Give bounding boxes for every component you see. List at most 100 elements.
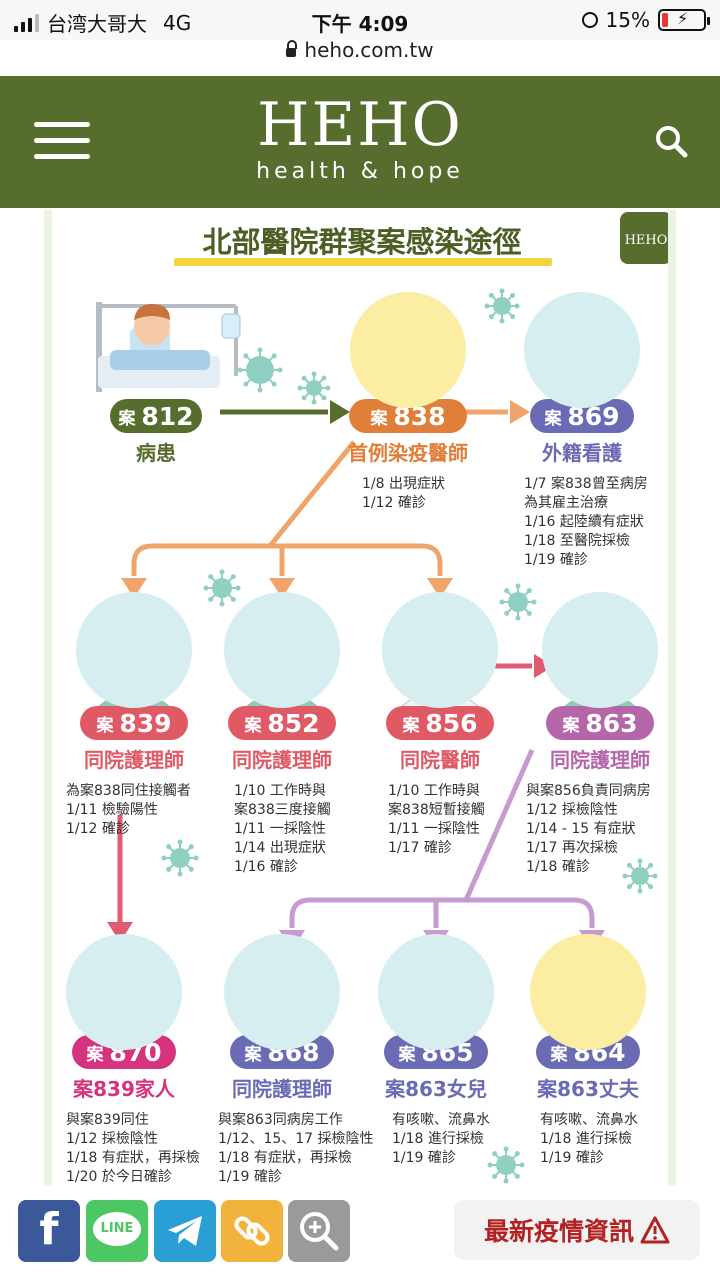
virus-icon	[203, 569, 241, 607]
copy-link-button[interactable]	[221, 1200, 283, 1262]
case-prefix: 案	[397, 1044, 421, 1065]
news-label: 最新疫情資訊	[483, 1217, 634, 1246]
case-detail-line: 與案839同住	[66, 1111, 149, 1128]
line-label: LINE	[100, 1221, 134, 1236]
case-role: 案863女兒	[384, 1077, 487, 1101]
facebook-share-button[interactable]: f	[18, 1200, 80, 1262]
case-detail-line: 1/20 於今日確診	[66, 1169, 172, 1185]
case-detail-line: 1/11 一採陰性	[234, 821, 326, 837]
case-detail-line: 1/12 採檢陰性	[526, 801, 618, 818]
battery-icon: ⚡	[658, 9, 710, 31]
case-detail-line: 1/18 有症狀，再採檢	[218, 1149, 352, 1166]
virus-icon	[237, 347, 283, 393]
case-id: 856	[425, 709, 477, 738]
url-text: heho.com.tw	[304, 38, 434, 62]
line-share-button[interactable]: LINE	[86, 1200, 148, 1262]
case-role: 病患	[136, 441, 176, 465]
case-detail-line: 1/17 確診	[388, 840, 452, 856]
virus-icon	[499, 583, 537, 621]
case-detail-line: 1/19 確診	[540, 1150, 604, 1166]
title-underline	[174, 258, 552, 266]
address-bar[interactable]: heho.com.tw	[0, 38, 720, 62]
case-detail-line: 與案863同病房工作	[218, 1111, 343, 1128]
case-detail-line: 1/11 檢驗陽性	[66, 801, 158, 818]
case-prefix: 案	[243, 1044, 267, 1065]
case-detail-line: 1/11 一採陰性	[388, 821, 480, 837]
hamburger-icon[interactable]	[34, 122, 90, 162]
virus-icon	[487, 1146, 525, 1184]
case-detail-line: 有咳嗽、流鼻水	[540, 1111, 638, 1128]
case-id: 863	[585, 709, 637, 738]
infographic-title: 北部醫院群聚案感染途徑	[202, 225, 521, 259]
case-role: 案839家人	[72, 1077, 176, 1101]
case-detail-line: 1/17 再次採檢	[526, 839, 618, 856]
case-detail-line: 1/19 確診	[524, 552, 588, 568]
case-prefix: 案	[401, 715, 425, 736]
case-prefix: 案	[85, 1044, 109, 1065]
link-icon	[234, 1216, 270, 1246]
case-prefix: 案	[549, 1044, 573, 1065]
case-detail-line: 1/18 進行採檢	[392, 1130, 484, 1147]
case-detail-line: 1/12 確診	[362, 495, 426, 511]
case-detail-line: 案838短暫接觸	[388, 801, 485, 818]
case-detail-line: 1/18 有症狀，再採檢	[66, 1149, 200, 1166]
signal-icon	[14, 13, 39, 32]
clock: 下午 4:09	[311, 12, 409, 36]
case-prefix: 案	[95, 715, 119, 736]
case-detail-line: 1/12 採檢陰性	[66, 1130, 158, 1147]
case-detail-line: 與案856負責同病房	[526, 782, 651, 799]
case-number-badge	[530, 399, 634, 433]
patient-in-bed-icon	[96, 302, 241, 392]
case-number-badge	[228, 706, 336, 740]
case-role: 同院護理師	[550, 748, 650, 772]
case-detail-line: 1/10 工作時與	[388, 783, 480, 799]
site-header: HEHO health & hope	[0, 76, 720, 208]
case-prefix: 案	[117, 408, 141, 429]
logo-tagline: health & hope	[256, 159, 464, 184]
virus-icon	[161, 839, 199, 877]
case-detail-line: 1/19 確診	[218, 1169, 282, 1185]
case-detail-line: 1/7 案838曾至病房	[524, 475, 648, 492]
search-icon[interactable]	[654, 124, 688, 158]
battery-percent: 15%	[605, 8, 650, 32]
case-number: 案 852	[243, 709, 319, 738]
carrier-name: 台湾大哥大	[47, 12, 147, 36]
case-detail-line: 為案838同住接觸者	[66, 782, 191, 799]
case-role: 外籍看護	[542, 441, 623, 465]
corner-logo-text: HEHO	[625, 233, 668, 248]
share-bar: f LINE 最新疫情資訊	[0, 1196, 720, 1280]
latest-covid-news-button[interactable]: 最新疫情資訊	[454, 1200, 700, 1260]
case-number-badge	[80, 706, 188, 740]
lock-icon	[286, 40, 298, 57]
case-number: 案 839	[95, 709, 171, 738]
case-detail-line: 1/14 出現症狀	[234, 840, 326, 856]
case-prefix: 案	[243, 715, 267, 736]
telegram-icon	[168, 1216, 202, 1246]
case-role: 同院護理師	[84, 748, 184, 772]
case-prefix: 案	[561, 715, 585, 736]
case-detail-line: 1/16 起陸續有症狀	[524, 514, 644, 530]
case-detail-line: 1/14 - 15 有症狀	[526, 821, 636, 837]
case-id: 839	[119, 709, 171, 738]
corner-logo-badge	[620, 212, 668, 264]
case-role: 同院醫師	[400, 748, 480, 772]
case-detail-line: 1/18 確診	[526, 859, 590, 875]
case-role: 案863丈夫	[536, 1077, 640, 1101]
telegram-share-button[interactable]	[154, 1200, 216, 1262]
line-icon	[93, 1212, 141, 1246]
case-detail-line: 1/19 確診	[392, 1150, 456, 1166]
case-detail-line: 為其雇主治療	[524, 494, 608, 511]
virus-icon	[622, 858, 658, 894]
case-detail-line: 案838三度接觸	[234, 801, 331, 818]
case-role: 同院護理師	[232, 748, 332, 772]
site-logo[interactable]: HEHO health & hope	[0, 90, 720, 184]
case-detail-line: 1/8 出現症狀	[362, 476, 445, 492]
case-number: 案 856	[401, 709, 477, 738]
case-detail-line: 1/12、15、17 採檢陰性	[218, 1130, 374, 1147]
case-role: 同院護理師	[232, 1077, 332, 1101]
logo-wordmark: HEHO	[257, 90, 463, 160]
case-number-badge	[386, 706, 494, 740]
zoom-button[interactable]	[288, 1200, 350, 1262]
case-detail-line: 1/10 工作時與	[234, 783, 326, 799]
